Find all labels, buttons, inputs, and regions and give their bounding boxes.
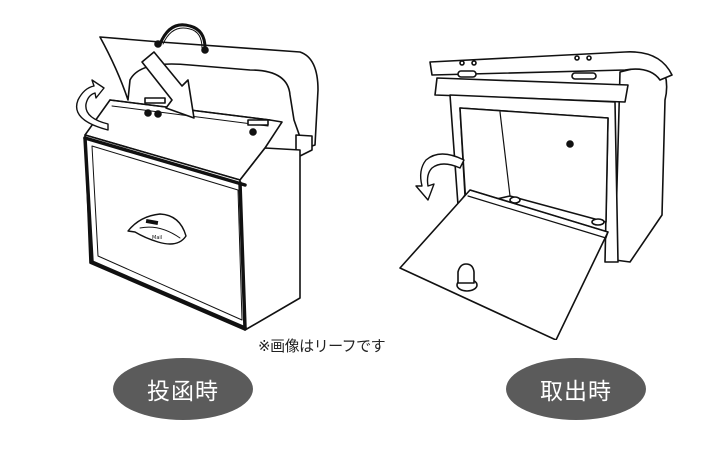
mailbox-retrieve-illustration <box>399 51 673 340</box>
retrieve-label-text: 取出時 <box>540 379 612 405</box>
side-panel <box>239 147 301 331</box>
handle-icon <box>158 23 207 50</box>
mailbox-insert-illustration: Mail <box>76 23 319 331</box>
curved-arrow-icon <box>415 153 465 201</box>
caption-note: ※画像はリーフです <box>258 337 386 355</box>
leaf-emblem-icon <box>127 213 187 245</box>
insert-label-badge: 投函時 <box>113 358 253 420</box>
insert-arrow-icon <box>141 51 195 119</box>
retrieve-label-badge: 取出時 <box>506 358 646 420</box>
insert-label-text: 投函時 <box>147 379 219 405</box>
curved-arrow-icon <box>76 79 109 131</box>
svg-text:Mail: Mail <box>152 235 162 241</box>
top-lid <box>429 51 673 81</box>
